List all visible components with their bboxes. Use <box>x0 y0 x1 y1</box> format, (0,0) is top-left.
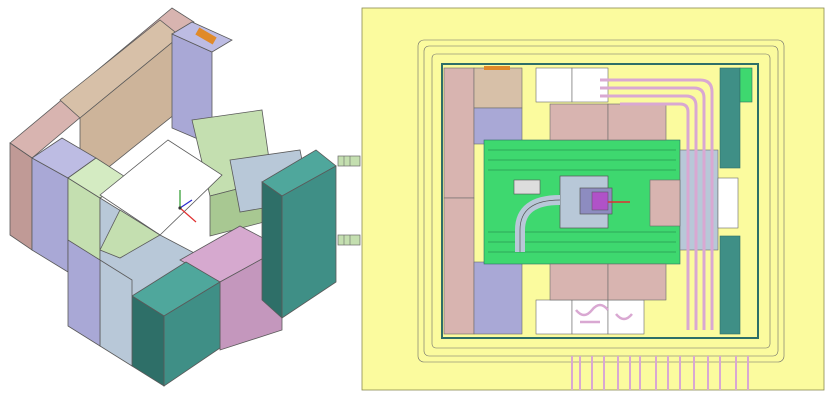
orange-strip <box>484 66 510 70</box>
plan-white-right <box>717 177 739 229</box>
plan-piping <box>600 78 714 330</box>
plan-pink-block-top-2 <box>607 103 667 141</box>
plan-frame-mid <box>423 45 779 357</box>
plan-pink-right <box>649 179 681 227</box>
plan-top-white-1 <box>535 67 573 103</box>
plan-teal-right-top <box>719 67 741 169</box>
block-left-lower-purple <box>67 239 101 347</box>
band-front-green <box>99 209 161 259</box>
wall-back-left-front <box>9 142 33 251</box>
plan-left-purple-top <box>473 107 523 145</box>
plan-bright-green-top <box>739 67 753 103</box>
central-opening <box>99 139 223 236</box>
plan-central-equipment <box>513 175 630 252</box>
plan-frame-inner <box>431 53 771 349</box>
plan-left-pink-top <box>443 67 475 199</box>
plan-bottom-pipes <box>575 303 633 324</box>
plan-left-pink-bottom <box>443 197 475 335</box>
plan-pink-block-bot-1 <box>549 263 609 301</box>
plan-left-purple-bottom <box>473 261 523 335</box>
orange-strip-top <box>195 27 217 45</box>
plan-teal-right-bot <box>719 235 741 335</box>
plan-pink-block-bot-2 <box>607 263 667 301</box>
plan-bottom-white-1 <box>535 299 573 335</box>
plan-frame-outer <box>417 39 785 363</box>
plan-bottom-legs <box>571 356 749 390</box>
tower-right-teal-side <box>261 181 283 319</box>
connector-arrow-icon <box>337 234 361 246</box>
plan-bottom-white-3 <box>607 299 645 335</box>
plan-pink-block-top-1 <box>549 103 609 141</box>
connector-arrow-icon <box>337 155 361 167</box>
plan-left-tan <box>473 67 523 109</box>
isometric-model <box>9 7 337 387</box>
axis-triad-icon <box>178 190 197 223</box>
plan-view <box>361 7 825 391</box>
